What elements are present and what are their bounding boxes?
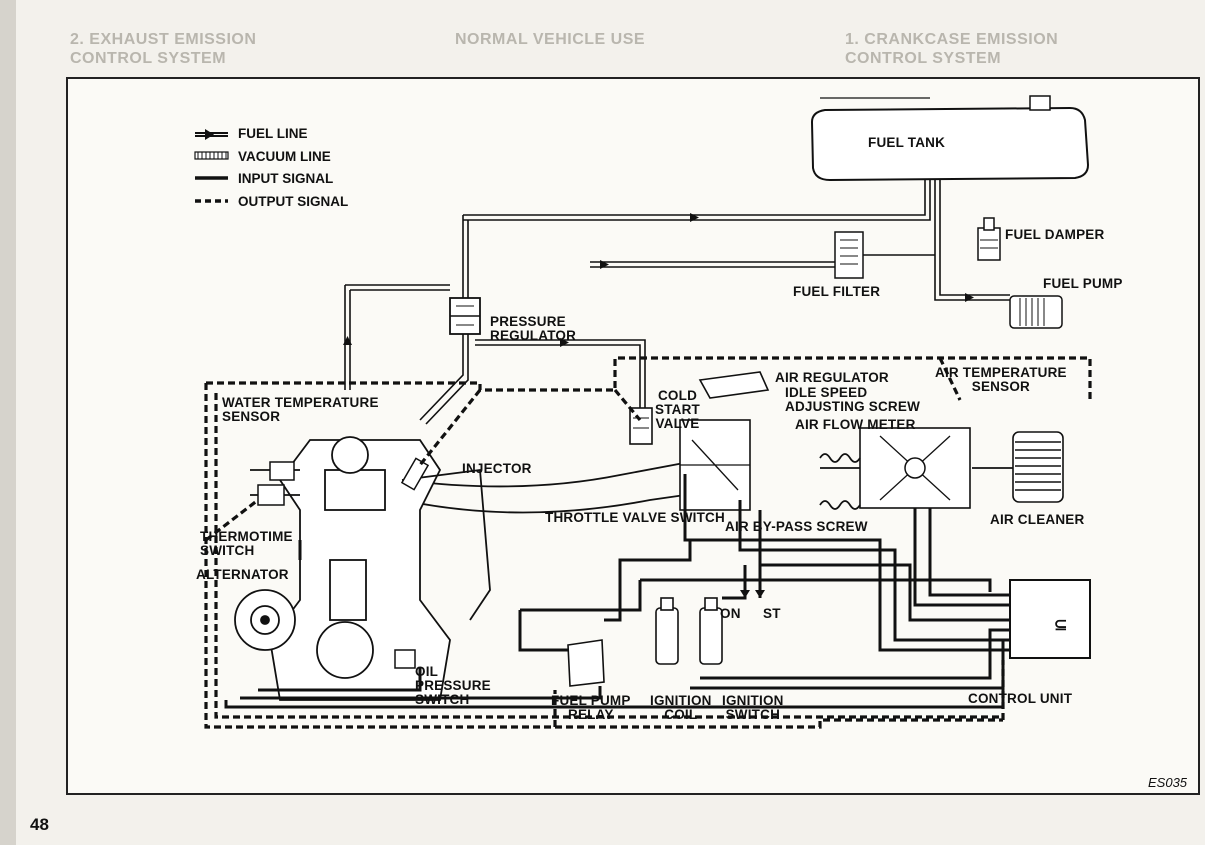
label-air-flow-meter: AIR FLOW METER (795, 417, 916, 432)
label-ignition-coil: IGNITION COIL (650, 693, 712, 722)
label-ignition-on: ON (720, 606, 741, 621)
figure-code: ES035 (1148, 775, 1188, 790)
bleed-text-middle: NORMAL VEHICLE USE (455, 30, 815, 53)
throttle-chamber-shape (679, 419, 751, 511)
ignition-coil-shape (655, 597, 723, 665)
fuel-filter-shape (834, 231, 864, 279)
label-fuel-filter: FUEL FILTER (793, 284, 881, 299)
fuel-tank-shape (810, 95, 1090, 182)
bleed-middle-heading: NORMAL VEHICLE USE (455, 31, 646, 48)
label-fuel-pump-relay: FUEL PUMP RELAY (551, 693, 631, 722)
legend-fuel-line: FUEL LINE (238, 126, 308, 141)
label-air-cleaner: AIR CLEANER (990, 512, 1085, 527)
label-oil-pressure-switch: OIL PRESSURE SWITCH (415, 664, 491, 707)
page-number: 48 (30, 815, 49, 834)
svg-text:⊆: ⊆ (1054, 617, 1067, 634)
legend-output-signal: OUTPUT SIGNAL (238, 194, 349, 209)
legend-fuel-line-symbol (195, 129, 228, 140)
pressure-regulator-shape (449, 297, 481, 335)
label-fuel-damper: FUEL DAMPER (1005, 227, 1105, 242)
binding-edge (0, 0, 16, 845)
label-thermotime-switch: THERMOTIME SWITCH (200, 529, 293, 558)
bleed-right-heading: 1. CRANKCASE EMISSION CONTROL SYSTEM (845, 31, 1059, 67)
air-regulator-shape (698, 371, 770, 399)
bleed-text-right: 1. CRANKCASE EMISSION CONTROL SYSTEM (845, 30, 1185, 72)
label-fuel-tank: FUEL TANK (868, 135, 946, 150)
label-fuel-pump: FUEL PUMP (1043, 276, 1123, 291)
water-temp-sensor-shape (269, 461, 295, 481)
label-alternator: ALTERNATOR (196, 567, 289, 582)
fuel-line-arrows (343, 213, 974, 347)
label-air-regulator: AIR REGULATOR (775, 370, 889, 385)
legend-vacuum-line-symbol (194, 151, 229, 160)
fuel-pump-relay-shape (567, 639, 605, 687)
legend-input-signal: INPUT SIGNAL (238, 171, 334, 186)
fuel-lines (344, 180, 1010, 425)
label-ignition-switch: IGNITION SWITCH (722, 693, 784, 722)
label-throttle-valve-switch: THROTTLE VALVE SWITCH (545, 510, 725, 525)
output-signal-lines (204, 356, 1092, 729)
input-signal-lines (224, 474, 1010, 709)
legend-vacuum-line: VACUUM LINE (238, 149, 331, 164)
ignition-switch-arrows (740, 590, 765, 598)
air-cleaner-shape (1012, 431, 1064, 503)
oil-pressure-switch-shape (394, 649, 416, 669)
cold-start-valve-shape (629, 407, 653, 445)
label-injector: INJECTOR (462, 461, 532, 476)
label-cold-start-valve: COLD START VALVE (655, 388, 700, 431)
air-flow-meter-shape (859, 427, 971, 509)
fuel-damper-shape (977, 217, 1001, 261)
bleed-text-left: 2. EXHAUST EMISSION CONTROL SYSTEM (70, 30, 430, 72)
label-pressure-regulator: PRESSURE REGULATOR (490, 314, 577, 343)
bleed-left-heading: 2. EXHAUST EMISSION CONTROL SYSTEM (70, 31, 257, 67)
label-air-temperature-sensor: AIR TEMPERATURE SENSOR (935, 365, 1067, 394)
label-air-bypass-screw: AIR BY-PASS SCREW (725, 519, 868, 534)
control-unit-shape: ⊆ (1009, 579, 1091, 659)
label-idle-speed-screw: IDLE SPEED ADJUSTING SCREW (785, 385, 921, 414)
thermotime-switch-shape (257, 484, 285, 506)
fuel-pump-shape (1009, 295, 1063, 329)
label-control-unit: CONTROL UNIT (968, 691, 1073, 706)
engine-block-shape (250, 436, 491, 701)
alternator-shape (234, 589, 296, 651)
label-water-temperature-sensor: WATER TEMPERATURE SENSOR (222, 395, 379, 424)
label-ignition-st: ST (763, 606, 781, 621)
